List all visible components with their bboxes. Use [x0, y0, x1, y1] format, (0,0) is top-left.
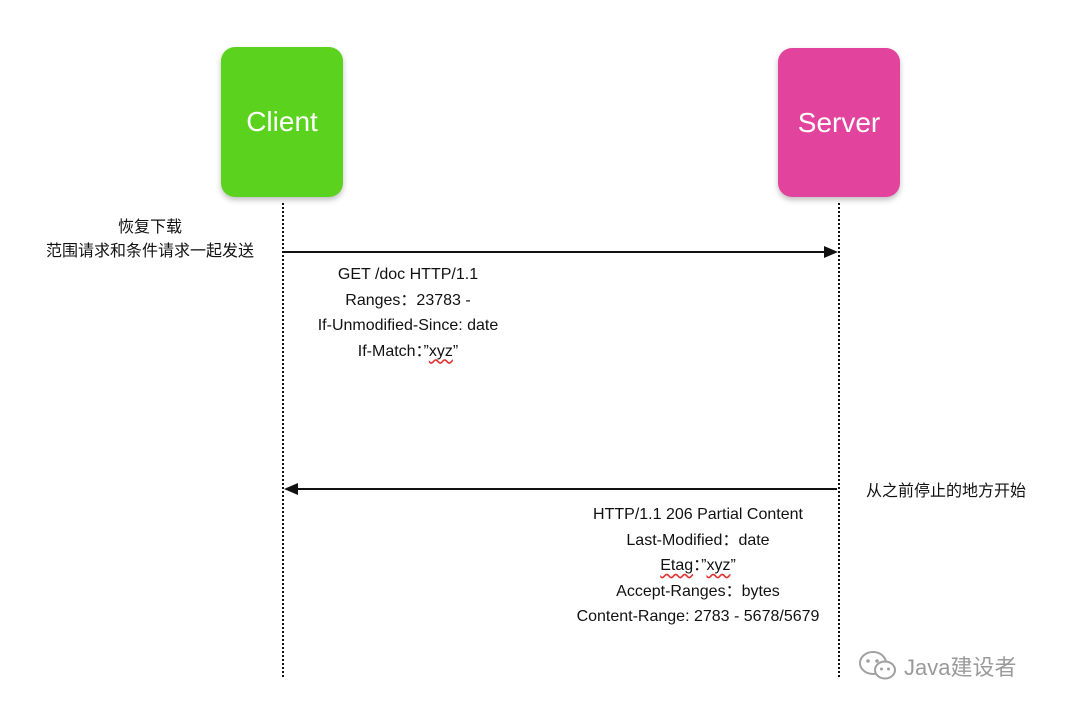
wechat-icon [859, 651, 896, 680]
request-line-1: GET /doc HTTP/1.1 [337, 266, 479, 283]
request-arrowhead [824, 246, 838, 258]
watermark: Java建设者 [858, 650, 1016, 682]
etag-key: Etag [660, 557, 694, 574]
server-lifeline [838, 203, 840, 677]
response-line-3: Etag：”xyz” [548, 553, 848, 579]
response-arrowhead [284, 483, 298, 495]
response-line-1: HTTP/1.1 206 Partial Content [593, 506, 803, 523]
request-message: GET /doc HTTP/1.1 Ranges：23783 - If-Unmo… [290, 262, 526, 364]
client-note: 恢复下载 范围请求和条件请求一起发送 [30, 216, 270, 264]
client-note-line-1: 恢复下载 [117, 219, 182, 236]
watermark-text: Java建设者 [904, 655, 1017, 680]
client-note-line-2: 范围请求和条件请求一起发送 [45, 243, 254, 260]
client-lifeline [282, 203, 284, 677]
client-label: Client [246, 106, 318, 137]
server-note: 从之前停止的地方开始 [866, 483, 1027, 500]
request-line-3: If-Unmodified-Since: date [317, 317, 499, 334]
if-match-close-quote: ” [452, 342, 459, 360]
request-line-4: If-Match：”xyz” [290, 339, 526, 365]
response-line-4: Accept-Ranges：bytes [616, 582, 780, 600]
response-line-2: Last-Modified：date [626, 531, 770, 549]
if-match-key: If-Match：” [357, 342, 429, 360]
server-actor-box: Server [778, 48, 900, 197]
etag-open-quote: ：” [693, 557, 707, 574]
server-label: Server [797, 106, 881, 138]
response-message: HTTP/1.1 206 Partial Content Last-Modifi… [548, 502, 848, 630]
response-line-5: Content-Range: 2783 - 5678/5679 [576, 608, 820, 625]
if-match-value: xyz [428, 342, 453, 360]
etag-value: xyz [706, 557, 731, 574]
etag-close-quote: ” [730, 557, 736, 574]
request-line-2: Ranges：23783 - [345, 291, 471, 309]
client-actor-box: Client [221, 47, 343, 197]
